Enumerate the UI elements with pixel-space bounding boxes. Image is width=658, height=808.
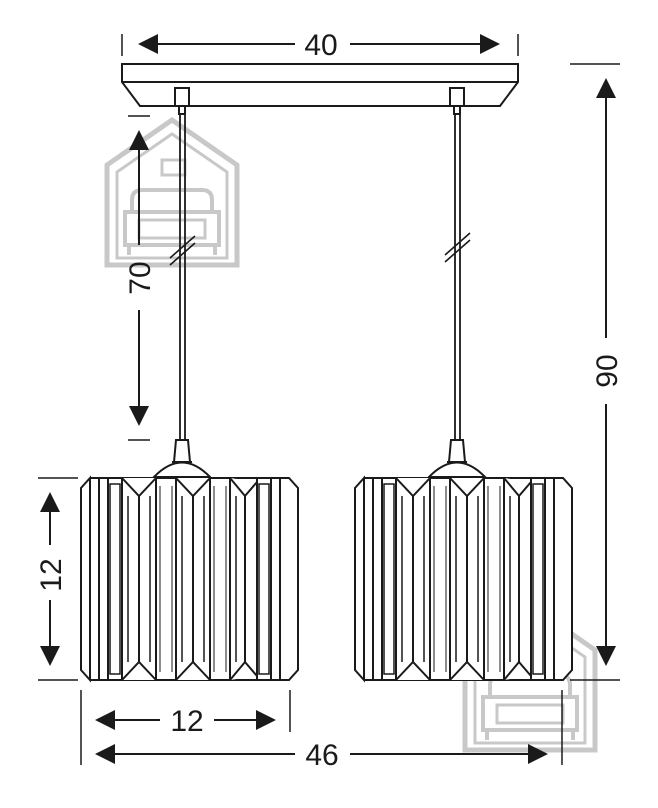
cable-holder-right	[449, 87, 465, 115]
label-canopy-width: 40	[304, 29, 337, 62]
cable-left	[169, 114, 196, 440]
socket-left	[153, 439, 211, 478]
dimension-shade-width: 12	[80, 690, 291, 765]
dimension-total-height: 90	[570, 63, 624, 681]
socket-right	[428, 439, 486, 478]
label-total-width: 46	[305, 739, 338, 772]
dimension-cable-length: 70	[124, 115, 157, 441]
label-total-height: 90	[591, 354, 624, 387]
label-shade-width: 12	[170, 705, 203, 738]
ceiling-canopy	[121, 63, 519, 107]
dimension-canopy-width: 40	[121, 29, 519, 62]
cable-holder-left	[174, 87, 190, 115]
watermark-house-icon-top	[107, 120, 237, 265]
lamp-shade-left	[80, 477, 299, 681]
lamp-shade-right	[354, 477, 573, 681]
label-cable-length: 70	[124, 261, 157, 294]
dimension-shade-height: 12	[35, 477, 78, 681]
cable-right	[444, 114, 471, 440]
dimension-total-width: 46	[95, 690, 563, 772]
label-shade-height: 12	[35, 558, 68, 591]
